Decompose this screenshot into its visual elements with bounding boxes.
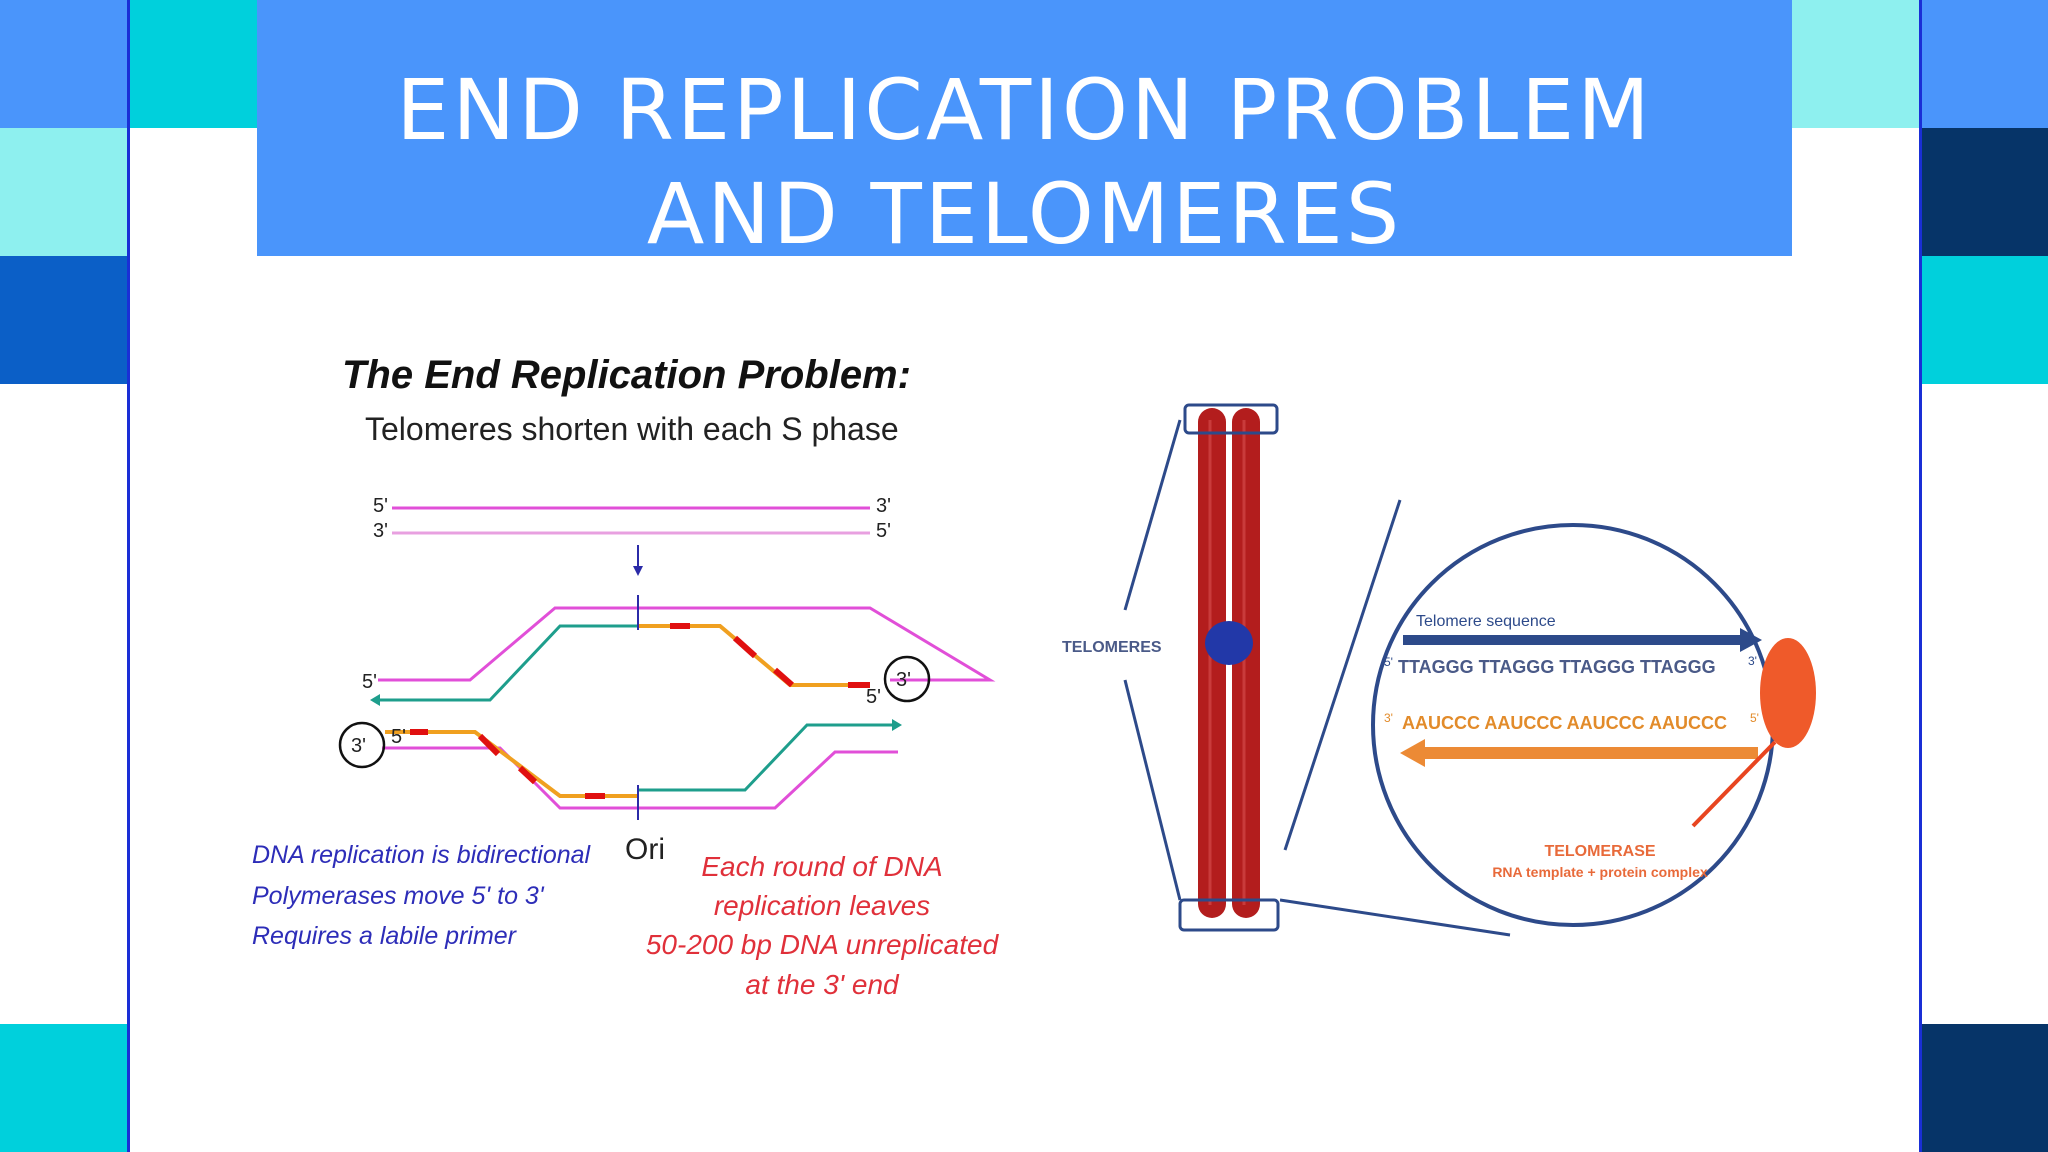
divider-line [127, 0, 130, 1152]
note-line: Polymerases move 5' to 3' [252, 882, 545, 910]
zoom-line [1123, 419, 1182, 611]
strand-label: 5' [876, 520, 891, 542]
strand-label: 5' [362, 671, 377, 693]
telomerase-pointer [1691, 740, 1777, 828]
red-note-line: 50-200 bp DNA unreplicated [646, 929, 1000, 960]
deco-square [128, 0, 257, 128]
centromere [1205, 621, 1253, 665]
primer [732, 635, 758, 659]
strand-label: 3' [896, 669, 911, 691]
arrow-head [892, 719, 902, 731]
down-arrow-head [633, 566, 643, 576]
figure-subtitle: Telomeres shorten with each S phase [365, 411, 899, 447]
end-circle-right [883, 655, 931, 703]
deco-square [1920, 0, 2048, 128]
ori-label: Ori [625, 833, 665, 866]
telomeres-label: TELOMERES [1062, 639, 1162, 656]
parent-strand-fork-upper [378, 606, 996, 682]
seq-label: 3' [1384, 711, 1393, 725]
strand-label: 5' [391, 726, 406, 748]
zoom-line [1283, 499, 1402, 851]
seq-top: TTAGGG TTAGGG TTAGGG TTAGGG [1398, 657, 1716, 677]
primer [517, 765, 538, 785]
telomerase-enzyme [1760, 638, 1816, 748]
end-circle-left [338, 721, 386, 769]
figure-title: The End Replication Problem: [342, 353, 911, 397]
okazaki-lower [385, 730, 638, 798]
seq-label: 3' [1748, 654, 1757, 668]
strand-label: 3' [373, 520, 388, 542]
new-strand-lower [638, 723, 895, 792]
telomere-box-top [1183, 403, 1279, 435]
strand-label: 3' [351, 735, 366, 757]
red-note-line: at the 3' end [745, 969, 900, 1000]
new-strand-upper [375, 624, 660, 702]
red-note-line: Each round of DNA [701, 851, 942, 882]
deco-square [1920, 256, 2048, 384]
deco-square [1920, 128, 2048, 256]
title-band: END REPLICATION PROBLEM AND TELOMERES [257, 0, 1792, 263]
deco-square [0, 256, 128, 384]
telomere-arrow-head [1740, 628, 1762, 652]
seq-label: 5' [1384, 655, 1393, 669]
strand-label: 5' [866, 686, 881, 708]
chromatid-right [1232, 408, 1260, 918]
seq-label: 5' [1750, 711, 1759, 725]
end-replication-diagram: The End Replication Problem: Telomeres s… [252, 353, 1000, 1000]
rna-arrow-head [1400, 739, 1425, 767]
chromatid-left [1198, 408, 1226, 918]
deco-square [0, 0, 128, 128]
divider-line [1919, 0, 1922, 1152]
telomere-diagram: TELOMERES Telomere sequence 5' TTAGGG TT… [1062, 403, 1816, 937]
deco-square [0, 1024, 128, 1152]
strand-label: 3' [876, 495, 891, 517]
note-line: DNA replication is bidirectional [252, 841, 592, 869]
telomerase-label: TELOMERASE [1544, 843, 1655, 860]
primer [477, 733, 501, 757]
strand-label: 5' [373, 495, 388, 517]
zoom-line [1123, 679, 1182, 901]
telomere-sequence-label: Telomere sequence [1416, 613, 1556, 630]
note-line: Requires a labile primer [252, 922, 518, 950]
telomere-box-bottom [1178, 898, 1280, 932]
arrow-head [370, 694, 380, 706]
parent-strand-fork-lower [382, 746, 898, 810]
zoom-line [1279, 898, 1511, 937]
primer [773, 667, 794, 688]
deco-square [1920, 1024, 2048, 1152]
telomerase-desc: RNA template + protein complex [1492, 864, 1708, 880]
red-note-line: replication leaves [714, 890, 930, 921]
deco-square [0, 128, 128, 256]
slide-title: END REPLICATION PROBLEM AND TELOMERES [396, 61, 1653, 263]
seq-bottom: AAUCCC AAUCCC AAUCCC AAUCCC [1402, 713, 1727, 733]
deco-square [1792, 0, 1920, 128]
